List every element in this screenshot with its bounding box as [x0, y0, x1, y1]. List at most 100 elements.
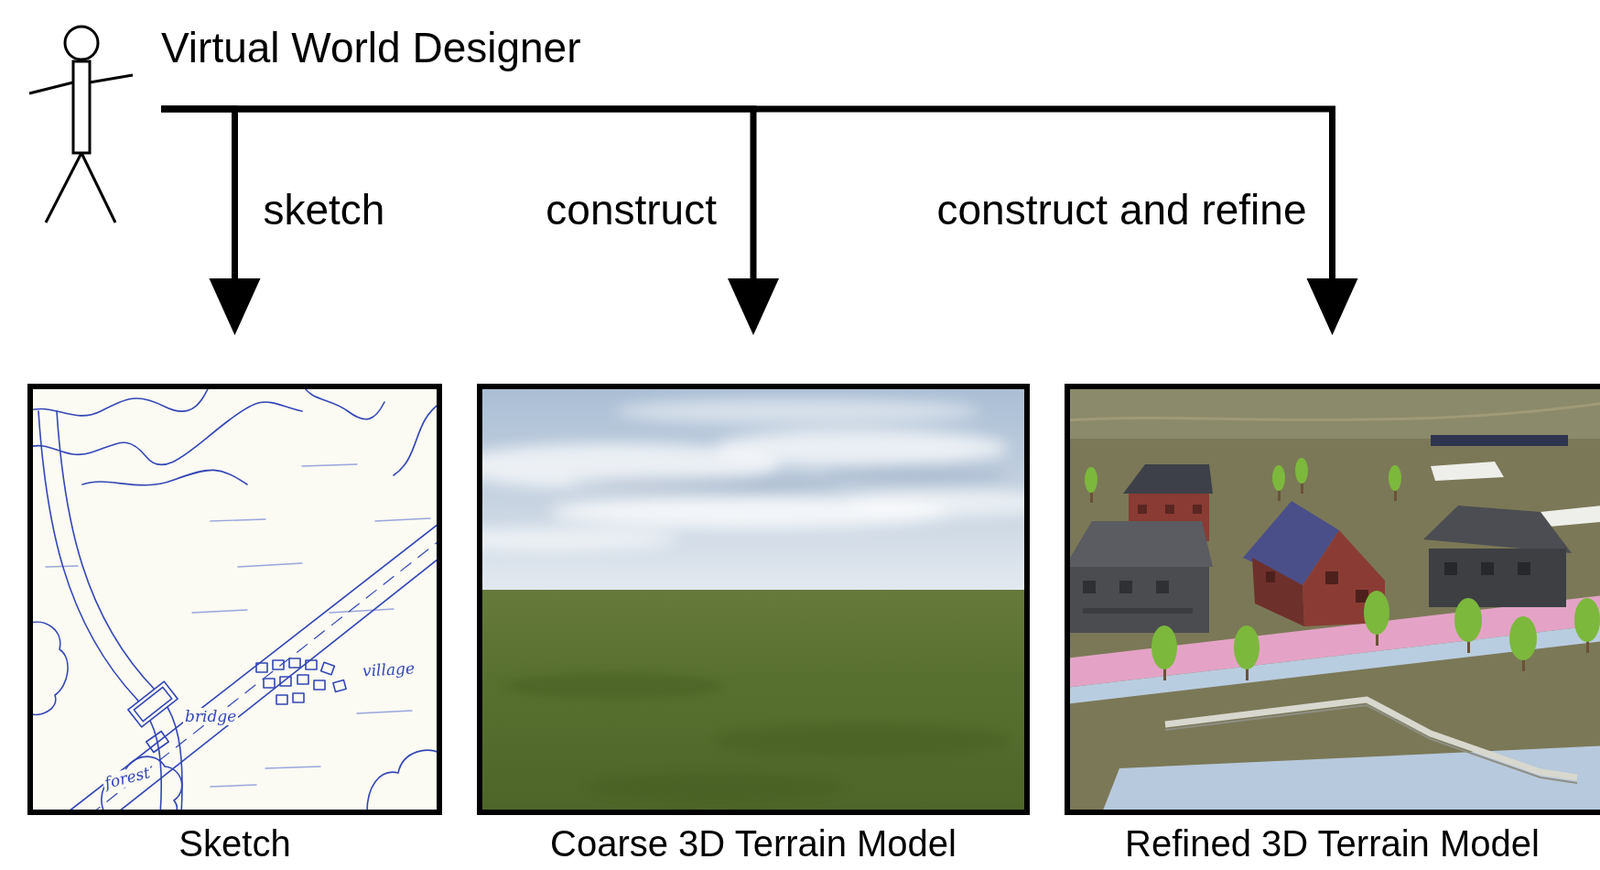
sketch-drawing-part-part	[210, 784, 257, 787]
connector-group	[161, 108, 261, 336]
stick-figure-part	[73, 61, 90, 153]
coarse-terrain-render-part-part	[714, 429, 1008, 466]
handwritten-note: forest	[101, 763, 154, 792]
sketch-drawing-part-part	[210, 518, 266, 521]
refined-terrain-render-part	[1064, 520, 1213, 633]
coarse-terrain-render-part-part	[843, 488, 1030, 517]
sketch-drawing-part-part	[128, 681, 178, 727]
refined-terrain-render-part	[1064, 383, 1600, 439]
refined-terrain-render-part-part	[1192, 504, 1202, 514]
refined-terrain-render-part-part	[1272, 464, 1286, 491]
refined-terrain-render-part	[1430, 461, 1504, 481]
refined-terrain-render-part-part	[1165, 504, 1175, 514]
refined-terrain-render-part	[1430, 434, 1568, 446]
edge-label: sketch	[261, 187, 388, 232]
coarse-terrain-render-part-part	[614, 398, 981, 424]
stick-figure-part	[45, 152, 82, 223]
handwritten-note: village	[360, 659, 418, 680]
handwritten-note-holder: forest	[101, 763, 154, 792]
sketch-drawing-part	[45, 464, 431, 787]
refined-terrain-render-part-part	[1481, 562, 1494, 575]
refined-terrain-render-part	[1064, 383, 1600, 815]
arrowhead	[209, 278, 261, 336]
sketch-drawing-part-part	[114, 555, 443, 815]
sketch-drawing-part-part-part	[128, 681, 178, 727]
actor-name: Virtual World Designer	[161, 25, 585, 70]
refined-terrain-render-part-part	[1066, 566, 1210, 633]
refined-terrain-render-part-part	[1252, 557, 1305, 627]
connector-group	[161, 108, 1359, 336]
handwritten-note: bridge	[183, 707, 238, 725]
coarse-terrain-render-part-part	[714, 724, 1008, 757]
sketch-drawing-part-part	[393, 401, 443, 476]
coarse-terrain-render-part-part	[586, 771, 844, 801]
refined-terrain-render-part-part	[1119, 580, 1133, 594]
sketch-drawing-part-part	[82, 469, 248, 485]
stick-figure-part	[29, 82, 74, 94]
refined-terrain-render-part-part	[1388, 464, 1402, 491]
panel-caption: Refined 3D Terrain Model	[1064, 823, 1600, 863]
arrowhead	[727, 278, 779, 336]
sketch-drawing-part-part	[27, 621, 68, 714]
refined-terrain-render-part	[1243, 500, 1385, 627]
refined-terrain-render-part-part	[1123, 464, 1213, 494]
refined-terrain-render-part-part	[1517, 562, 1531, 575]
refined-terrain-render-part-part	[1064, 520, 1213, 567]
refined-terrain-render-part-part	[1444, 562, 1458, 575]
sketch-drawing-part-part	[356, 710, 412, 714]
refined-terrain-render-part-part	[1137, 504, 1147, 514]
sketch-drawing-part-part	[280, 676, 292, 686]
refined-terrain-render	[1064, 383, 1600, 815]
arrowhead	[1307, 278, 1359, 336]
sketch-drawing-part-part	[313, 680, 325, 690]
refined-terrain-render-part	[1540, 504, 1600, 527]
refined-terrain-render-part	[1064, 401, 1600, 421]
refined-terrain-render-part-part	[1428, 548, 1567, 607]
stick-figure	[29, 26, 133, 223]
stick-figure-part	[89, 75, 133, 83]
sketch-drawing-part	[27, 383, 443, 815]
image-frame	[27, 383, 443, 815]
refined-terrain-render-part-part	[1363, 590, 1390, 635]
refined-terrain-render-part-part	[1454, 597, 1482, 642]
coarse-terrain-render-part-part	[476, 528, 679, 551]
sketch-drawing	[27, 383, 443, 815]
connector-group	[161, 108, 779, 336]
connector-arrow	[161, 108, 236, 282]
coarse-terrain-render-part	[504, 672, 1008, 801]
coarse-terrain-render-part-part	[568, 476, 844, 492]
sketch-drawing-part-part	[265, 766, 321, 768]
refined-terrain-render-part	[1090, 475, 1590, 681]
sketch-drawing-part-part	[27, 401, 303, 465]
sketch-drawing-part-part	[263, 678, 275, 688]
sketch-drawing-part-part	[292, 692, 304, 703]
image-frame	[1064, 383, 1600, 815]
sketch-drawing-part-part	[302, 464, 357, 466]
edge-label-holder: sketch	[261, 187, 388, 232]
edge-label: construct and refine	[934, 187, 1309, 232]
coarse-terrain-render	[476, 383, 1030, 815]
sketch-drawing-part-part	[89, 538, 443, 815]
refined-terrain-render-part	[1423, 505, 1572, 607]
connector-arrow	[161, 108, 1333, 282]
edge-label-holder: construct and refine	[934, 187, 1309, 232]
sketch-drawing-part-part	[375, 518, 431, 521]
refined-terrain-render-part-part	[1233, 625, 1260, 670]
image-frame	[476, 383, 1030, 815]
coarse-terrain-render-part	[476, 589, 1030, 815]
sketch-drawing-part-part	[256, 662, 268, 672]
refined-terrain-render-part-part	[1325, 571, 1339, 584]
refined-terrain-render-part	[1084, 457, 1600, 670]
refined-terrain-render-part-part	[1084, 466, 1098, 493]
stick-figure-part	[81, 152, 116, 223]
coarse-terrain-render-part-part	[824, 468, 1008, 482]
handwritten-note-holder: bridge	[183, 707, 238, 725]
sketch-drawing-part-part	[333, 680, 346, 692]
caption-holder: Sketch	[27, 823, 443, 863]
sketch-drawing-part-part	[276, 694, 288, 704]
panel-caption: Coarse 3D Terrain Model	[476, 823, 1030, 863]
coarse-terrain-render-part	[476, 398, 1030, 551]
